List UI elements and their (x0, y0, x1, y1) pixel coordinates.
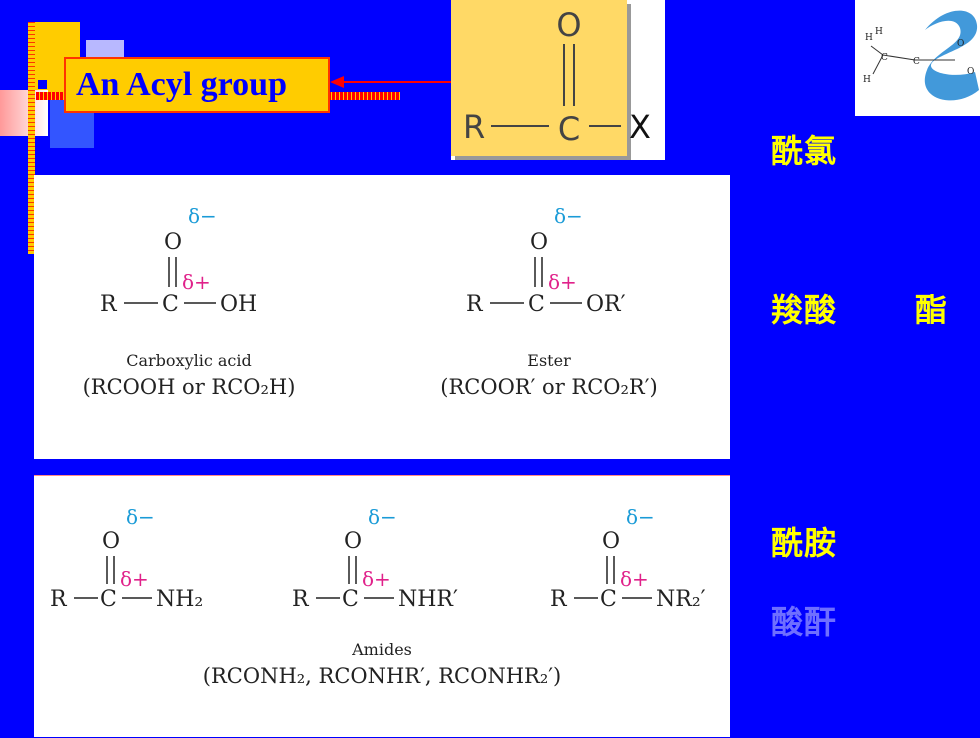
svg-text:H: H (863, 75, 871, 85)
svg-text:δ+: δ+ (120, 567, 149, 591)
svg-text:C: C (100, 587, 117, 612)
label-anhydride: 酸酐 (771, 603, 838, 641)
arrow-left-icon (330, 76, 454, 88)
svg-text:C: C (162, 292, 179, 317)
svg-text:NH₂: NH₂ (156, 587, 203, 612)
svg-text:C: C (528, 292, 545, 317)
svg-text:δ−: δ− (626, 505, 655, 529)
svg-text:R: R (292, 587, 310, 612)
svg-text:NHR′: NHR′ (398, 587, 458, 612)
svg-text:O: O (530, 230, 548, 255)
decor-vertical-ruler (28, 22, 35, 254)
svg-text:OH: OH (220, 292, 257, 317)
label-amide: 酰胺 (771, 524, 838, 562)
svg-text:δ−: δ− (188, 204, 217, 228)
svg-text:C: C (913, 57, 920, 67)
svg-text:R: R (466, 292, 484, 317)
label-acyl-chloride: 酰氯 (771, 132, 838, 170)
amide-primary-structure: δ− O δ+ R C NH₂ (50, 505, 203, 612)
panel-acid-ester: δ− O δ+ R C OH δ− O δ+ R C OR′ Carboxyli… (34, 175, 730, 459)
bullet-icon (38, 80, 47, 89)
svg-text:C: C (342, 587, 359, 612)
svg-text:NR₂′: NR₂′ (656, 587, 706, 612)
acid-ester-structures: δ− O δ+ R C OH δ− O δ+ R C OR′ (100, 204, 626, 317)
svg-text:O: O (344, 529, 362, 554)
svg-text:H: H (865, 33, 873, 43)
ester-structure: δ− O δ+ R C OR′ (466, 204, 626, 317)
acyl-structure-highlight (451, 0, 627, 156)
svg-text:O: O (957, 39, 964, 49)
svg-text:O: O (967, 67, 974, 77)
svg-text:C: C (600, 587, 617, 612)
molecule-drawing: H H H C C O O (863, 10, 979, 101)
svg-text:O: O (102, 529, 120, 554)
acyl-c: C (558, 110, 580, 148)
amide-structures: δ− O δ+ R C NH₂ δ− O δ+ R C NHR′ δ− O (50, 505, 706, 612)
ester-formula: (RCOOR′ or RCO₂R′) (440, 375, 658, 399)
amides-name: Amides (352, 640, 412, 659)
acyl-group-label: An Acyl group (64, 57, 330, 113)
svg-text:R: R (50, 587, 68, 612)
svg-text:O: O (602, 529, 620, 554)
acyl-o: O (556, 6, 581, 44)
svg-text:R: R (100, 292, 118, 317)
label-carboxylic-acid: 羧酸 (771, 291, 838, 329)
carboxylic-acid-name: Carboxylic acid (126, 351, 252, 370)
carboxylic-acid-structure: δ− O δ+ R C OH (100, 204, 257, 317)
acyl-x: X (629, 108, 651, 146)
label-ester: 酯 (915, 291, 949, 329)
acyl-structure: O R C X (451, 0, 665, 160)
svg-text:δ−: δ− (126, 505, 155, 529)
panel-amides: δ− O δ+ R C NH₂ δ− O δ+ R C NHR′ δ− O (34, 475, 730, 737)
svg-text:O: O (164, 230, 182, 255)
svg-text:δ+: δ+ (362, 567, 391, 591)
amides-formula: (RCONH₂, RCONHR′, RCONHR₂′) (202, 664, 562, 688)
svg-text:δ+: δ+ (620, 567, 649, 591)
acyl-r: R (463, 108, 485, 146)
acyl-structure-drawing: O R C X (463, 6, 651, 148)
carboxylic-acid-formula: (RCOOH or RCO₂H) (82, 375, 296, 399)
ester-name: Ester (527, 351, 571, 370)
svg-text:δ−: δ− (554, 204, 583, 228)
molecule-3d-image: H H H C C O O (855, 0, 980, 116)
amide-tertiary-structure: δ− O δ+ R C NR₂′ (550, 505, 706, 612)
svg-text:OR′: OR′ (586, 292, 626, 317)
svg-text:C: C (881, 53, 888, 63)
svg-text:H: H (875, 27, 883, 37)
svg-text:δ−: δ− (368, 505, 397, 529)
svg-text:δ+: δ+ (548, 270, 577, 294)
svg-text:δ+: δ+ (182, 270, 211, 294)
amide-secondary-structure: δ− O δ+ R C NHR′ (292, 505, 458, 612)
svg-text:R: R (550, 587, 568, 612)
